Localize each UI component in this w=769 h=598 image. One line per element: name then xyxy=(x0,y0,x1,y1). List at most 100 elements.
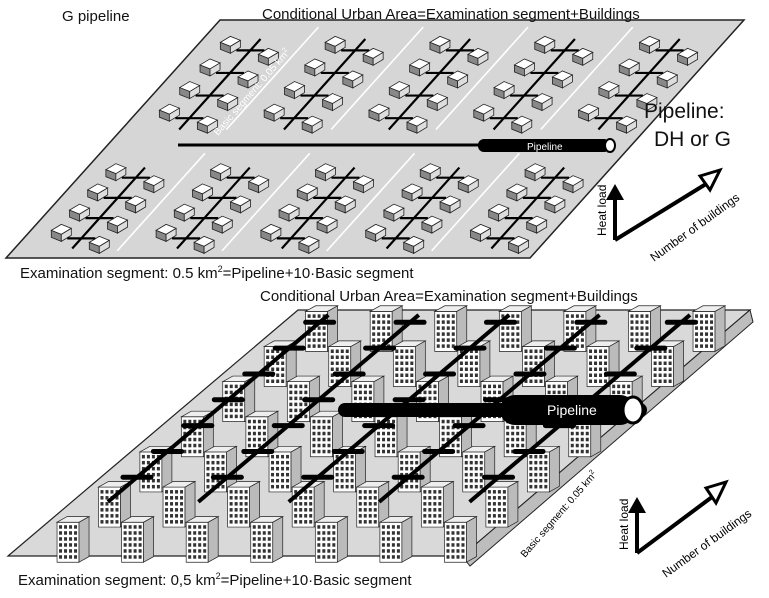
window xyxy=(395,355,399,359)
window xyxy=(138,543,142,547)
window xyxy=(474,349,478,353)
house-wall xyxy=(308,239,320,255)
window xyxy=(307,314,311,318)
window xyxy=(141,484,145,489)
top-number-of-buildings-label: Number of buildings xyxy=(648,190,743,264)
window xyxy=(446,525,450,529)
window xyxy=(188,531,192,535)
window xyxy=(544,484,548,489)
window xyxy=(451,555,455,559)
window xyxy=(410,355,414,359)
window xyxy=(276,367,280,371)
window xyxy=(580,332,584,336)
window xyxy=(266,367,270,371)
window xyxy=(141,478,145,483)
window xyxy=(203,555,207,559)
building xyxy=(691,305,727,352)
house xyxy=(597,81,620,100)
window xyxy=(501,332,505,336)
window xyxy=(705,314,709,318)
window xyxy=(281,478,285,483)
window xyxy=(229,514,233,518)
window xyxy=(395,349,399,353)
window xyxy=(373,514,377,518)
window xyxy=(511,332,515,336)
window xyxy=(138,555,142,559)
window xyxy=(436,344,440,348)
house xyxy=(408,58,431,77)
window xyxy=(203,549,207,553)
window xyxy=(183,443,187,448)
window xyxy=(640,320,644,324)
window xyxy=(312,419,316,424)
top-heat-load-label: Heat load xyxy=(595,185,609,236)
window xyxy=(247,443,251,448)
window xyxy=(312,332,316,336)
house xyxy=(439,195,461,214)
window xyxy=(340,367,344,371)
window xyxy=(382,314,386,318)
window xyxy=(524,355,528,359)
window xyxy=(506,326,510,330)
bottom-buildings-arrow xyxy=(635,495,714,555)
window xyxy=(332,531,336,535)
house-wall xyxy=(153,178,165,194)
window xyxy=(304,402,308,407)
window xyxy=(64,525,68,529)
side-label-line1: Pipeline: xyxy=(644,100,725,123)
window xyxy=(170,502,174,506)
window xyxy=(234,490,238,494)
window xyxy=(668,355,672,359)
window xyxy=(575,431,579,436)
window xyxy=(312,449,316,454)
window xyxy=(464,373,468,377)
window xyxy=(64,543,68,547)
window xyxy=(516,326,520,330)
window xyxy=(441,437,445,442)
window xyxy=(276,484,280,489)
window xyxy=(570,443,574,448)
building-roof xyxy=(368,305,404,312)
window xyxy=(216,478,220,483)
building-roof xyxy=(327,340,363,347)
window xyxy=(436,332,440,336)
house xyxy=(106,215,129,234)
window xyxy=(69,525,73,529)
window xyxy=(433,490,437,494)
window xyxy=(428,384,432,389)
window xyxy=(335,466,339,471)
window xyxy=(653,367,657,371)
window xyxy=(100,514,104,518)
window xyxy=(128,555,132,559)
window xyxy=(539,472,543,477)
window xyxy=(358,396,362,401)
window xyxy=(710,326,714,330)
window xyxy=(534,454,538,459)
window xyxy=(257,531,261,535)
window xyxy=(529,349,533,353)
window xyxy=(441,338,445,342)
window xyxy=(183,449,187,454)
window xyxy=(589,373,593,377)
building-roof xyxy=(443,516,478,523)
window xyxy=(312,425,316,430)
building xyxy=(391,340,427,388)
window xyxy=(469,454,473,459)
window xyxy=(358,384,362,389)
window xyxy=(511,344,515,348)
window xyxy=(630,314,634,318)
house-wall xyxy=(258,178,270,194)
window xyxy=(464,355,468,359)
window xyxy=(312,314,316,318)
window xyxy=(622,390,626,395)
window xyxy=(594,349,598,353)
window xyxy=(234,520,238,524)
window xyxy=(350,472,354,477)
top-buildings-arrow xyxy=(613,182,708,242)
window xyxy=(322,443,326,448)
window xyxy=(146,454,150,459)
house-wall xyxy=(518,239,529,255)
window xyxy=(464,379,468,383)
window xyxy=(423,496,427,500)
window xyxy=(395,373,399,377)
